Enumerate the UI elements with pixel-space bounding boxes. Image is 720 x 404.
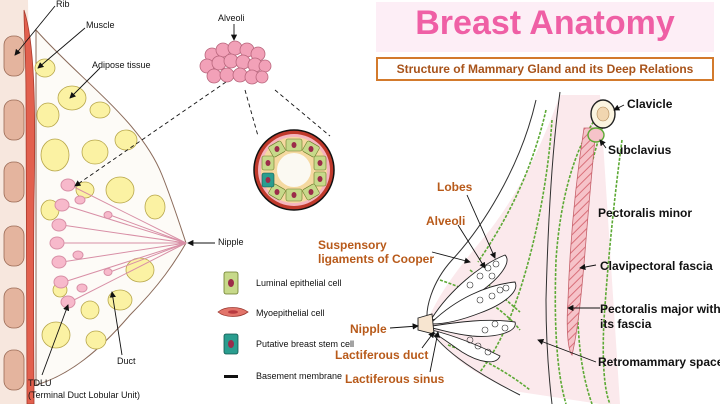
label-lactiferous-sinus: Lactiferous sinus [345, 372, 445, 386]
label-adipose: Adipose tissue [92, 60, 151, 70]
alveoli-cluster [199, 40, 272, 85]
alveolus-cross-section [253, 129, 335, 211]
label-nipple-left: Nipple [218, 237, 244, 247]
basement-membrane-icon [224, 375, 238, 378]
label-rib: Rib [56, 0, 70, 9]
label-tdlu: TDLU [28, 378, 52, 388]
title-background [376, 2, 714, 52]
label-suspensory-2: ligaments of Cooper [318, 252, 435, 266]
label-subclavius: Subclavius [608, 143, 672, 157]
right-sagittal-section [389, 91, 625, 404]
pectoralis-minor [566, 127, 597, 356]
legend-basement: Basement membrane [256, 371, 343, 381]
ribs [3, 35, 25, 391]
label-muscle: Muscle [86, 20, 115, 30]
label-suspensory: Suspensory [318, 238, 387, 252]
label-lactiferous-duct: Lactiferous duct [335, 348, 429, 362]
legend-stem: Putative breast stem cell [256, 339, 355, 349]
right-pointers [389, 104, 625, 373]
skin-outline [426, 99, 537, 396]
nipple-right [417, 313, 435, 335]
label-pectoralis-major-2: its fascia [600, 317, 652, 331]
subclavius [587, 127, 605, 143]
muscle-layer [23, 9, 36, 404]
legend-icons [217, 271, 249, 378]
legend-luminal: Luminal epithelial cell [256, 278, 342, 288]
label-pectoralis-minor: Pectoralis minor [598, 206, 693, 220]
label-alveoli-left: Alveoli [218, 13, 245, 23]
left-breast-section [0, 0, 335, 404]
label-pectoralis-major: Pectoralis major with [600, 302, 720, 316]
label-lobes: Lobes [437, 180, 473, 194]
label-duct: Duct [117, 356, 136, 366]
page-subtitle: Structure of Mammary Gland and its Deep … [396, 62, 694, 76]
label-nipple-right: Nipple [350, 322, 387, 336]
lobe-alveoli [466, 260, 510, 356]
label-alveoli-right: Alveoli [426, 214, 466, 228]
left-pointers [14, 5, 331, 376]
subtitle-frame [376, 57, 714, 81]
label-clavicle: Clavicle [627, 97, 673, 111]
page-title: Breast Anatomy [415, 4, 675, 42]
label-tdlu-full: (Terminal Duct Lobular Unit) [28, 390, 141, 400]
legend-myoepithelial: Myoepithelial cell [256, 308, 325, 318]
label-clavipectoral: Clavipectoral fascia [600, 259, 713, 273]
label-retromammary: Retromammary space [598, 355, 720, 369]
